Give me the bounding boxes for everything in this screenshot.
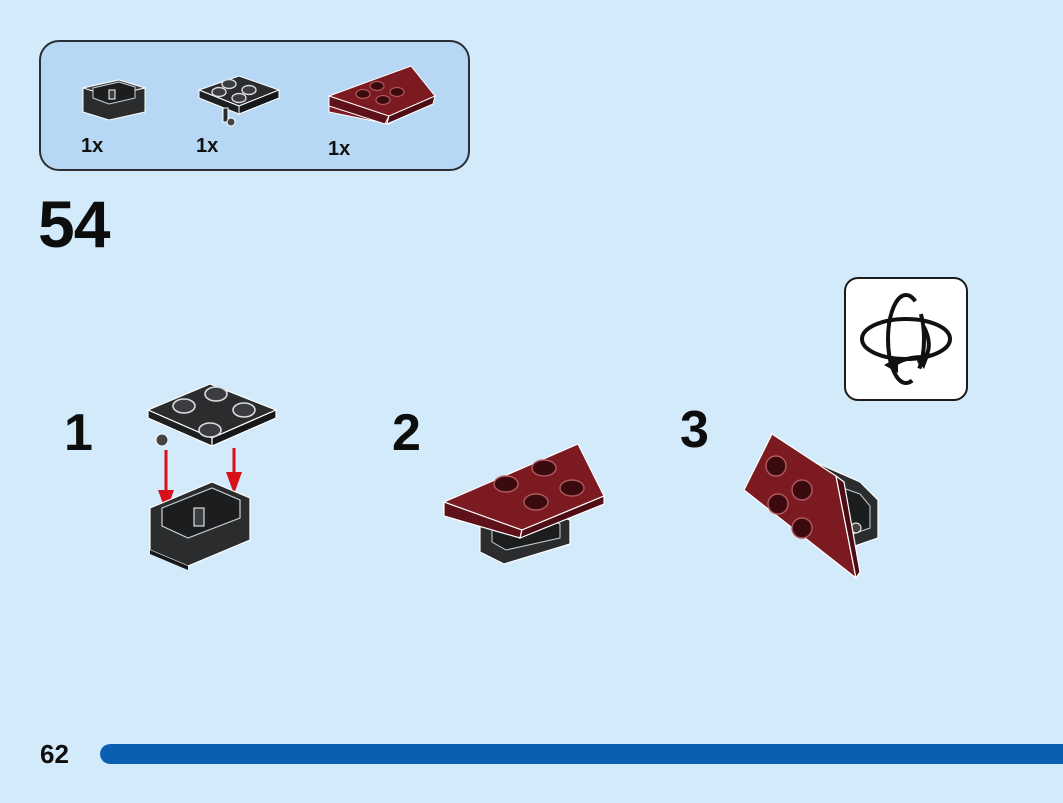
rotate-model-box: [844, 277, 968, 401]
substep-number: 3: [680, 401, 709, 459]
substep-number: 1: [64, 404, 93, 462]
black-bracket-icon: [81, 79, 147, 121]
progress-bar-fill: [100, 744, 1063, 764]
page-number: 62: [40, 739, 69, 769]
progress-bar: [100, 744, 1063, 764]
step-number: 54: [38, 187, 110, 261]
parts-list-box: 1x 1x 1x: [39, 40, 470, 171]
substep-3-illustration: [743, 433, 879, 580]
substep-number: 2: [392, 404, 421, 462]
black-plate-with-pin-icon: [197, 75, 281, 127]
part-quantity: 1x: [196, 135, 219, 157]
substep-2-illustration: [443, 443, 605, 565]
rotate-model-icon: [860, 292, 952, 386]
part-quantity: 1x: [81, 135, 104, 157]
part-quantity: 1x: [328, 138, 351, 160]
assembly-arrow: [226, 448, 242, 494]
dark-red-wedge-plate-icon: [328, 65, 436, 125]
substep-1-illustration: [146, 383, 278, 570]
